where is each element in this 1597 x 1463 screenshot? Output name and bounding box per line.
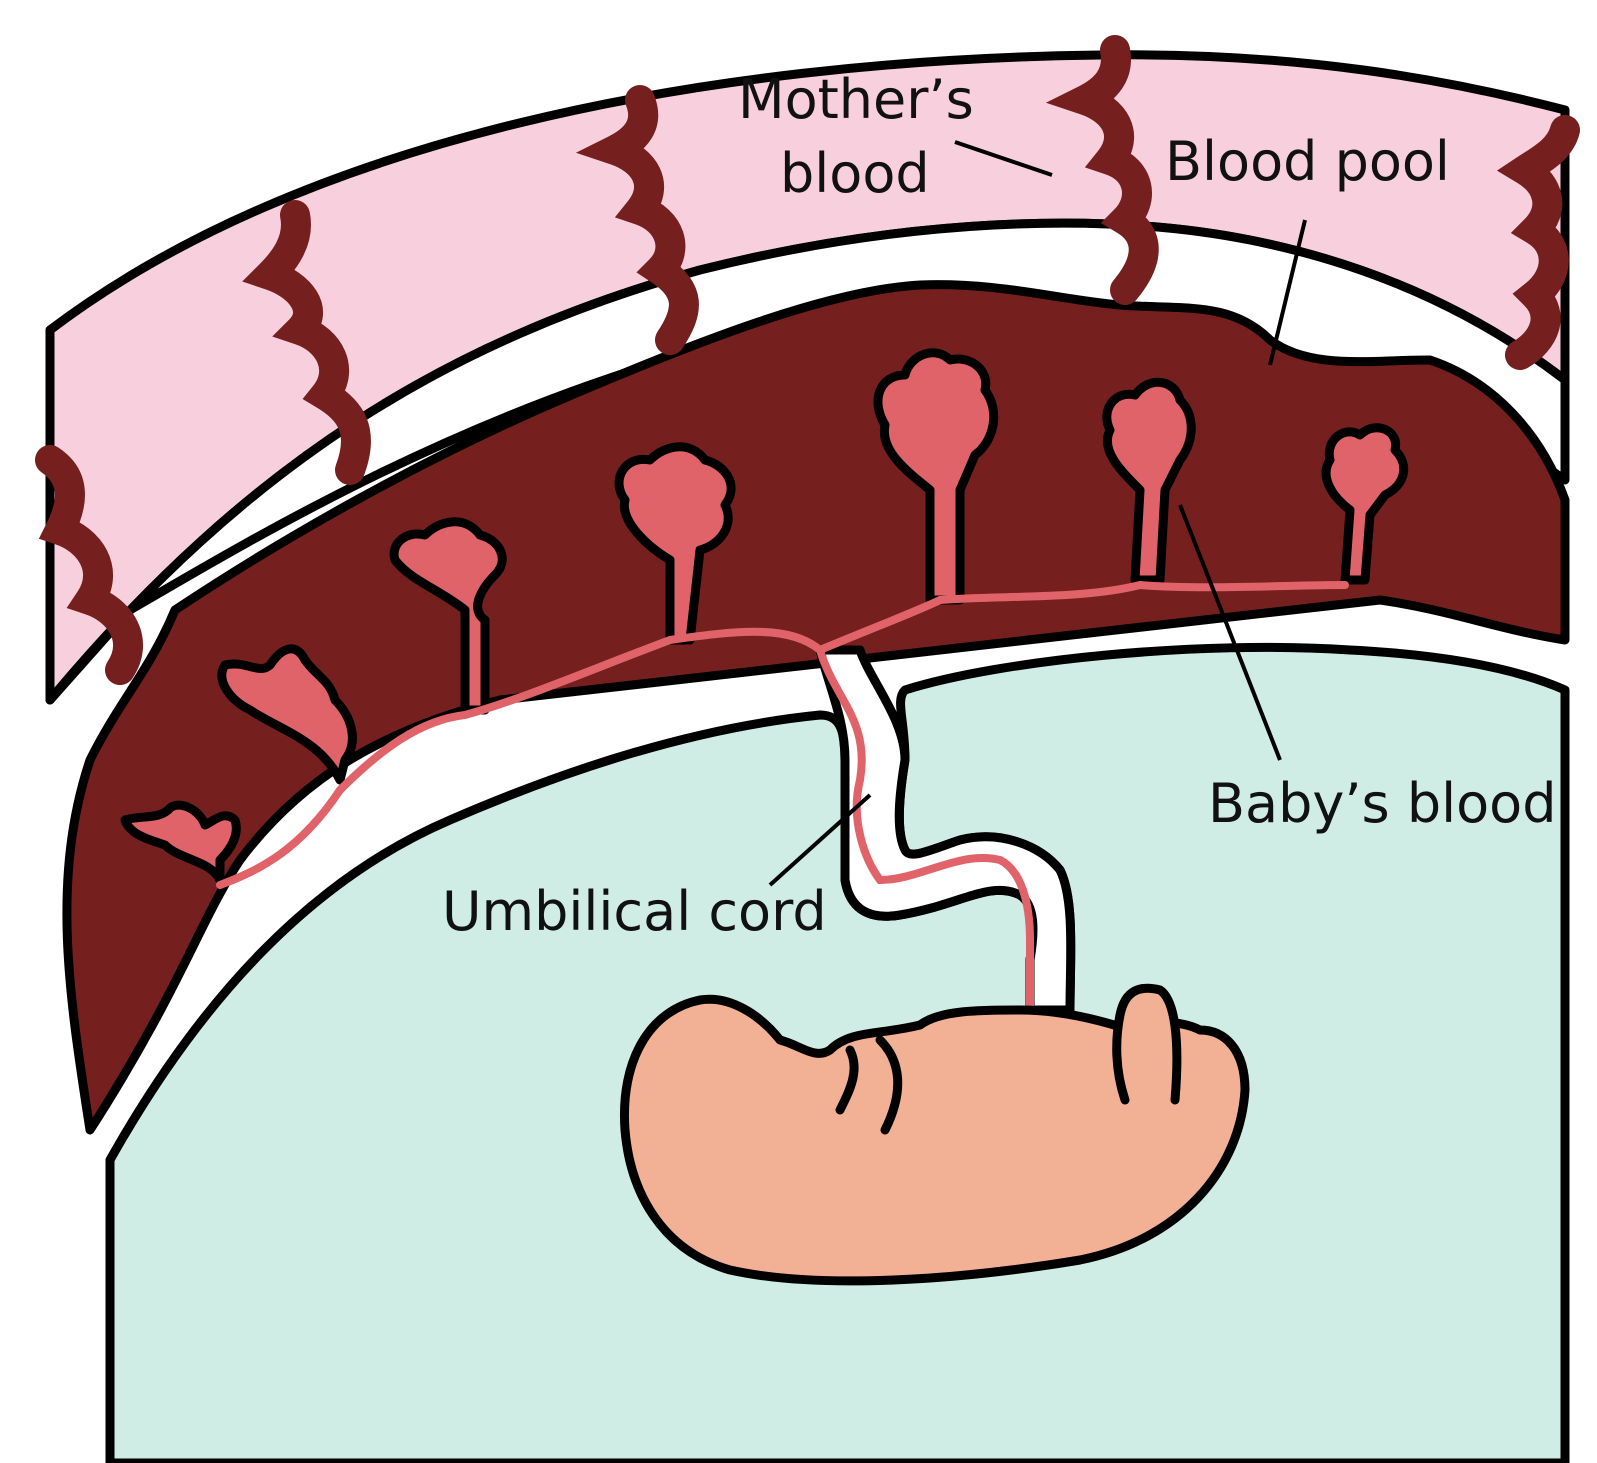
- babys-blood-label: Baby’s blood: [1208, 772, 1556, 835]
- umbilical-cord-label: Umbilical cord: [442, 880, 827, 943]
- mothers-blood-label-line2: blood: [780, 142, 930, 205]
- blood-pool-label: Blood pool: [1165, 130, 1450, 193]
- baby-leg: [1117, 988, 1177, 1100]
- mothers-blood-label-line1: Mother’s: [738, 68, 974, 131]
- baby: [624, 988, 1245, 1281]
